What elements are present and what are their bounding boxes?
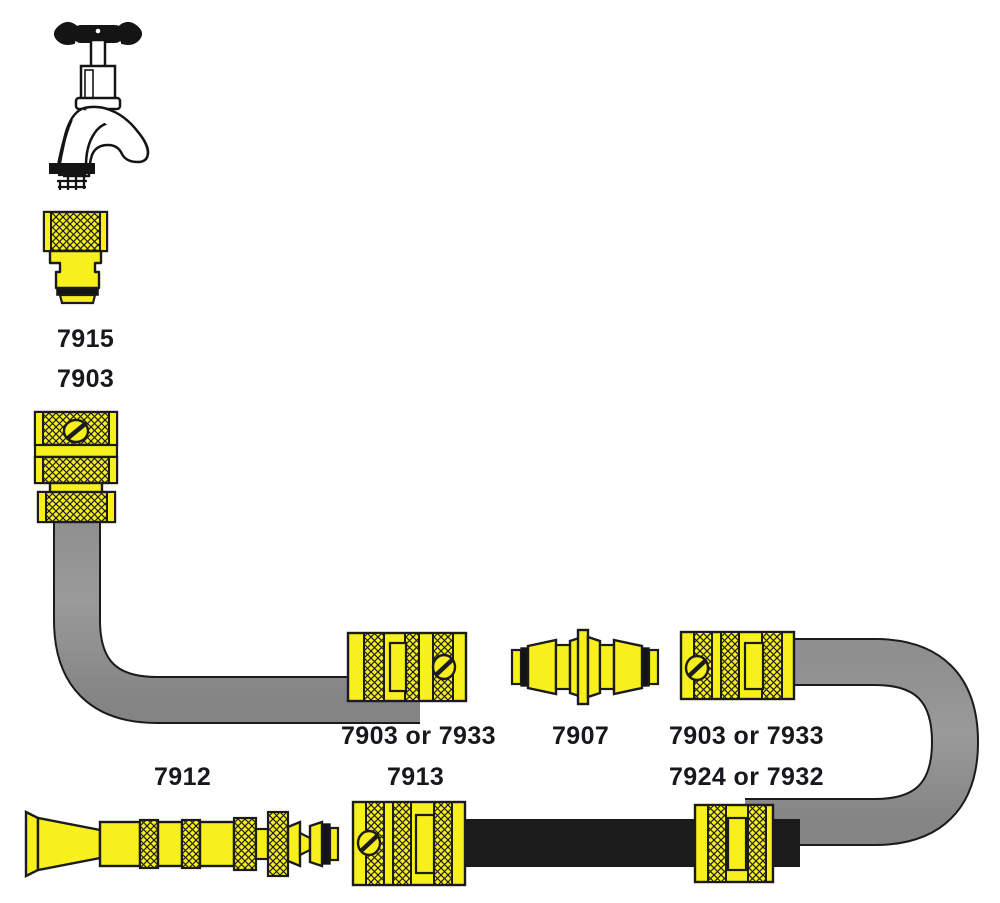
inline-repair-connector (693, 803, 775, 884)
double-male-adapter-7907 (510, 628, 660, 706)
label-7903-or-7933-right: 7903 or 7933 (669, 722, 824, 750)
label-7924-or-7932: 7924 or 7932 (669, 763, 824, 791)
tap-faucet (49, 22, 150, 190)
label-7913: 7913 (387, 763, 445, 791)
hose-right-u-bend (740, 638, 980, 846)
hose-connector-mid-right (679, 630, 796, 701)
label-7903-or-7933-left: 7903 or 7933 (341, 722, 496, 750)
hose-connector-7903-vertical (33, 410, 119, 524)
hose-upper-run (53, 520, 420, 724)
label-7915: 7915 (57, 325, 115, 353)
tap-connector-7915 (42, 210, 109, 305)
hose-connector-7913 (351, 800, 467, 887)
spray-nozzle-7912 (24, 810, 340, 878)
label-7912: 7912 (154, 763, 212, 791)
label-7903-vertical: 7903 (57, 365, 115, 393)
label-7907: 7907 (552, 722, 610, 750)
hose-connector-mid-left (346, 631, 468, 703)
